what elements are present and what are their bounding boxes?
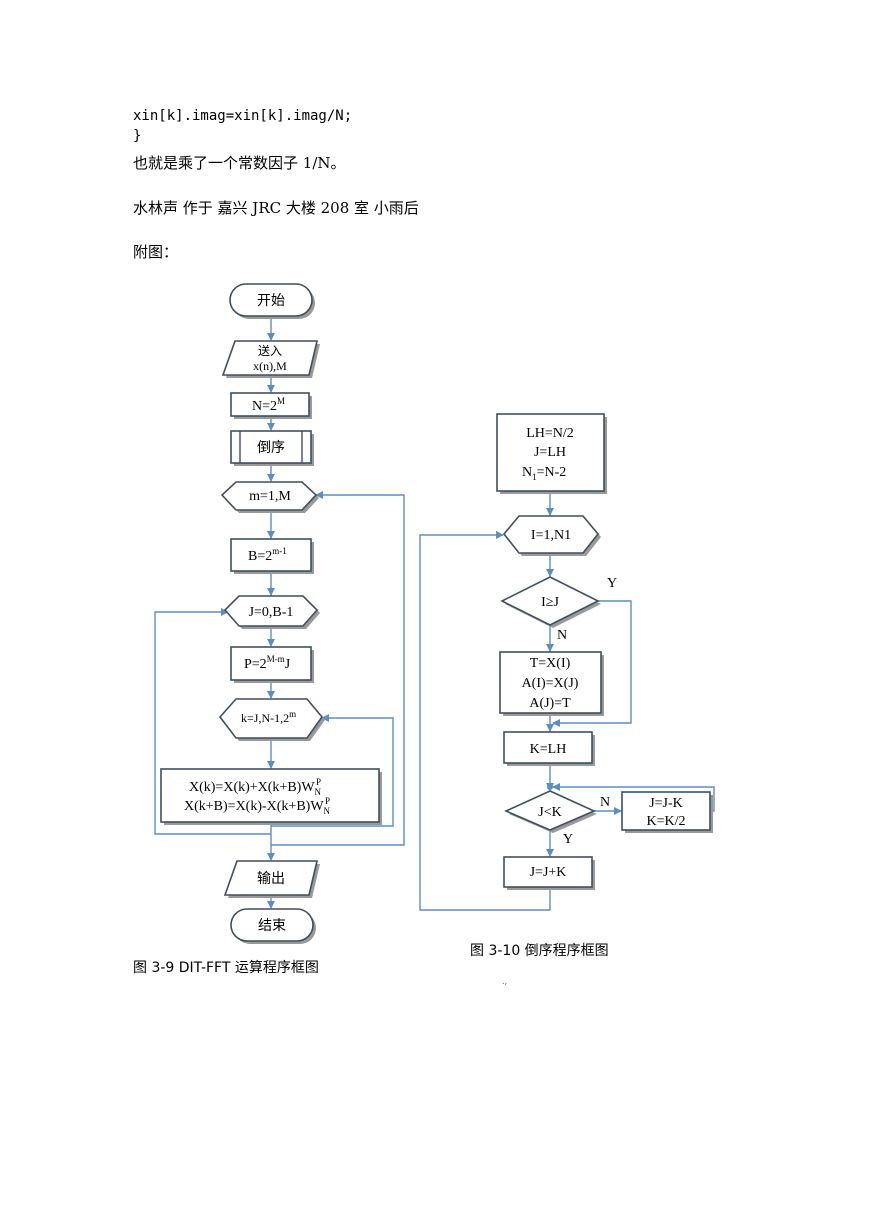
- fig2-loop-i-label: I=1,N1: [531, 528, 571, 543]
- fig-3-10-caption: 图 3-10 倒序程序框图: [470, 943, 609, 959]
- fig2-swap-label-1: T=X(I): [530, 656, 571, 671]
- fig-3-9-caption: 图 3-9 DIT-FFT 运算程序框图: [133, 960, 319, 976]
- fig2-jk-node: J=J-K K=K/2: [621, 791, 713, 833]
- fig2-jplus-label: J=J+K: [530, 865, 567, 880]
- fig1-loop-m-node: m=1,M: [220, 481, 319, 513]
- fig2-loop-i-node: I=1,N1: [502, 515, 601, 556]
- paragraph-appendix-label: 附图：: [133, 243, 179, 261]
- fig1-butterfly-node: X(k)=X(k)+X(k+B)WNP X(k+B)=X(k)-X(k+B)WN…: [160, 768, 382, 825]
- fig1-loop-j-label: J=0,B-1: [249, 605, 294, 620]
- fig1-n-node: N=2M: [230, 392, 312, 419]
- code-line-1: xin[k].imag=xin[k].imag/N;: [133, 108, 353, 124]
- fig2-jk-label-1: J=J-K: [649, 796, 683, 811]
- fig2-yes-label-2: Y: [563, 832, 573, 847]
- fig2-swap-node: T=X(I) A(I)=X(J) A(J)=T: [499, 651, 604, 716]
- fig2-swap-label-3: A(J)=T: [529, 696, 571, 711]
- fig1-end-label: 结束: [258, 918, 286, 934]
- fig1-start-label: 开始: [257, 293, 285, 309]
- fig2-init-label-1: LH=N/2: [526, 426, 574, 441]
- fig2-cond-i-ge-j-node: I≥J: [500, 576, 601, 628]
- code-line-2: }: [133, 128, 142, 144]
- fig2-yes-label-1: Y: [607, 576, 617, 591]
- fig2-cond-j-lt-k-label: J<K: [538, 805, 561, 820]
- paragraph-scale-factor: 也就是乘了一个常数因子 1/N。: [133, 154, 346, 172]
- fig2-k-assign-node: K=LH: [503, 731, 595, 766]
- fig1-loop-k-node: k=J,N-1,2m: [218, 698, 325, 741]
- fig2-no-label-2: N: [600, 795, 610, 810]
- fig2-swap-label-2: A(I)=X(J): [522, 676, 579, 691]
- stray-mark: .,: [502, 977, 507, 986]
- fig1-input-label-1: 送入: [258, 343, 282, 358]
- fig2-cond-i-ge-j-label: I≥J: [541, 595, 559, 610]
- fig1-p-node: P=2M-mJ: [230, 646, 314, 683]
- fig1-loop-m-label: m=1,M: [249, 489, 291, 504]
- fig2-jk-label-2: K=K/2: [646, 814, 685, 829]
- fig1-butterfly-label-2: X(k+B)=X(k)-X(k+B)WNP: [184, 796, 331, 816]
- fig2-no-label-1: N: [557, 628, 567, 643]
- fig2-init-node: LH=N/2 J=LH N1=N-2: [496, 413, 607, 494]
- fig2-init-label-2: J=LH: [534, 445, 566, 460]
- fig1-loop-j-node: J=0,B-1: [223, 595, 320, 629]
- fig2-k-assign-label: K=LH: [530, 742, 567, 757]
- paragraph-author-note: 水林声 作于 嘉兴 JRC 大楼 208 室 小雨后: [133, 199, 419, 217]
- fig1-output-label: 输出: [257, 871, 285, 887]
- fig1-output-node: 输出: [223, 860, 320, 898]
- fig1-n-label: N=2M: [252, 396, 285, 414]
- fig2-cond-j-lt-k-node: J<K: [504, 790, 597, 833]
- fig1-start-node: 开始: [229, 283, 315, 319]
- fig1-end-node: 结束: [230, 908, 316, 944]
- fig1-butterfly-label-1: X(k)=X(k)+X(k+B)WNP: [189, 777, 322, 797]
- fig1-p-label: P=2M-mJ: [244, 654, 291, 672]
- fig-3-9-connectors: [154, 316, 405, 909]
- fig1-bitrev-node: 倒序: [230, 430, 314, 466]
- fig1-bitrev-label: 倒序: [257, 440, 285, 456]
- fig1-input-node: 送入 x(n),M: [221, 340, 320, 378]
- fig1-b-node: B=2m-1: [230, 538, 314, 574]
- fig2-jplus-node: J=J+K: [503, 856, 595, 890]
- fig1-loop-k-label: k=J,N-1,2m: [241, 709, 296, 725]
- fig2-init-label-3: N1=N-2: [522, 465, 566, 482]
- fig1-b-label: B=2m-1: [248, 546, 287, 564]
- fig1-input-label-2: x(n),M: [253, 359, 287, 373]
